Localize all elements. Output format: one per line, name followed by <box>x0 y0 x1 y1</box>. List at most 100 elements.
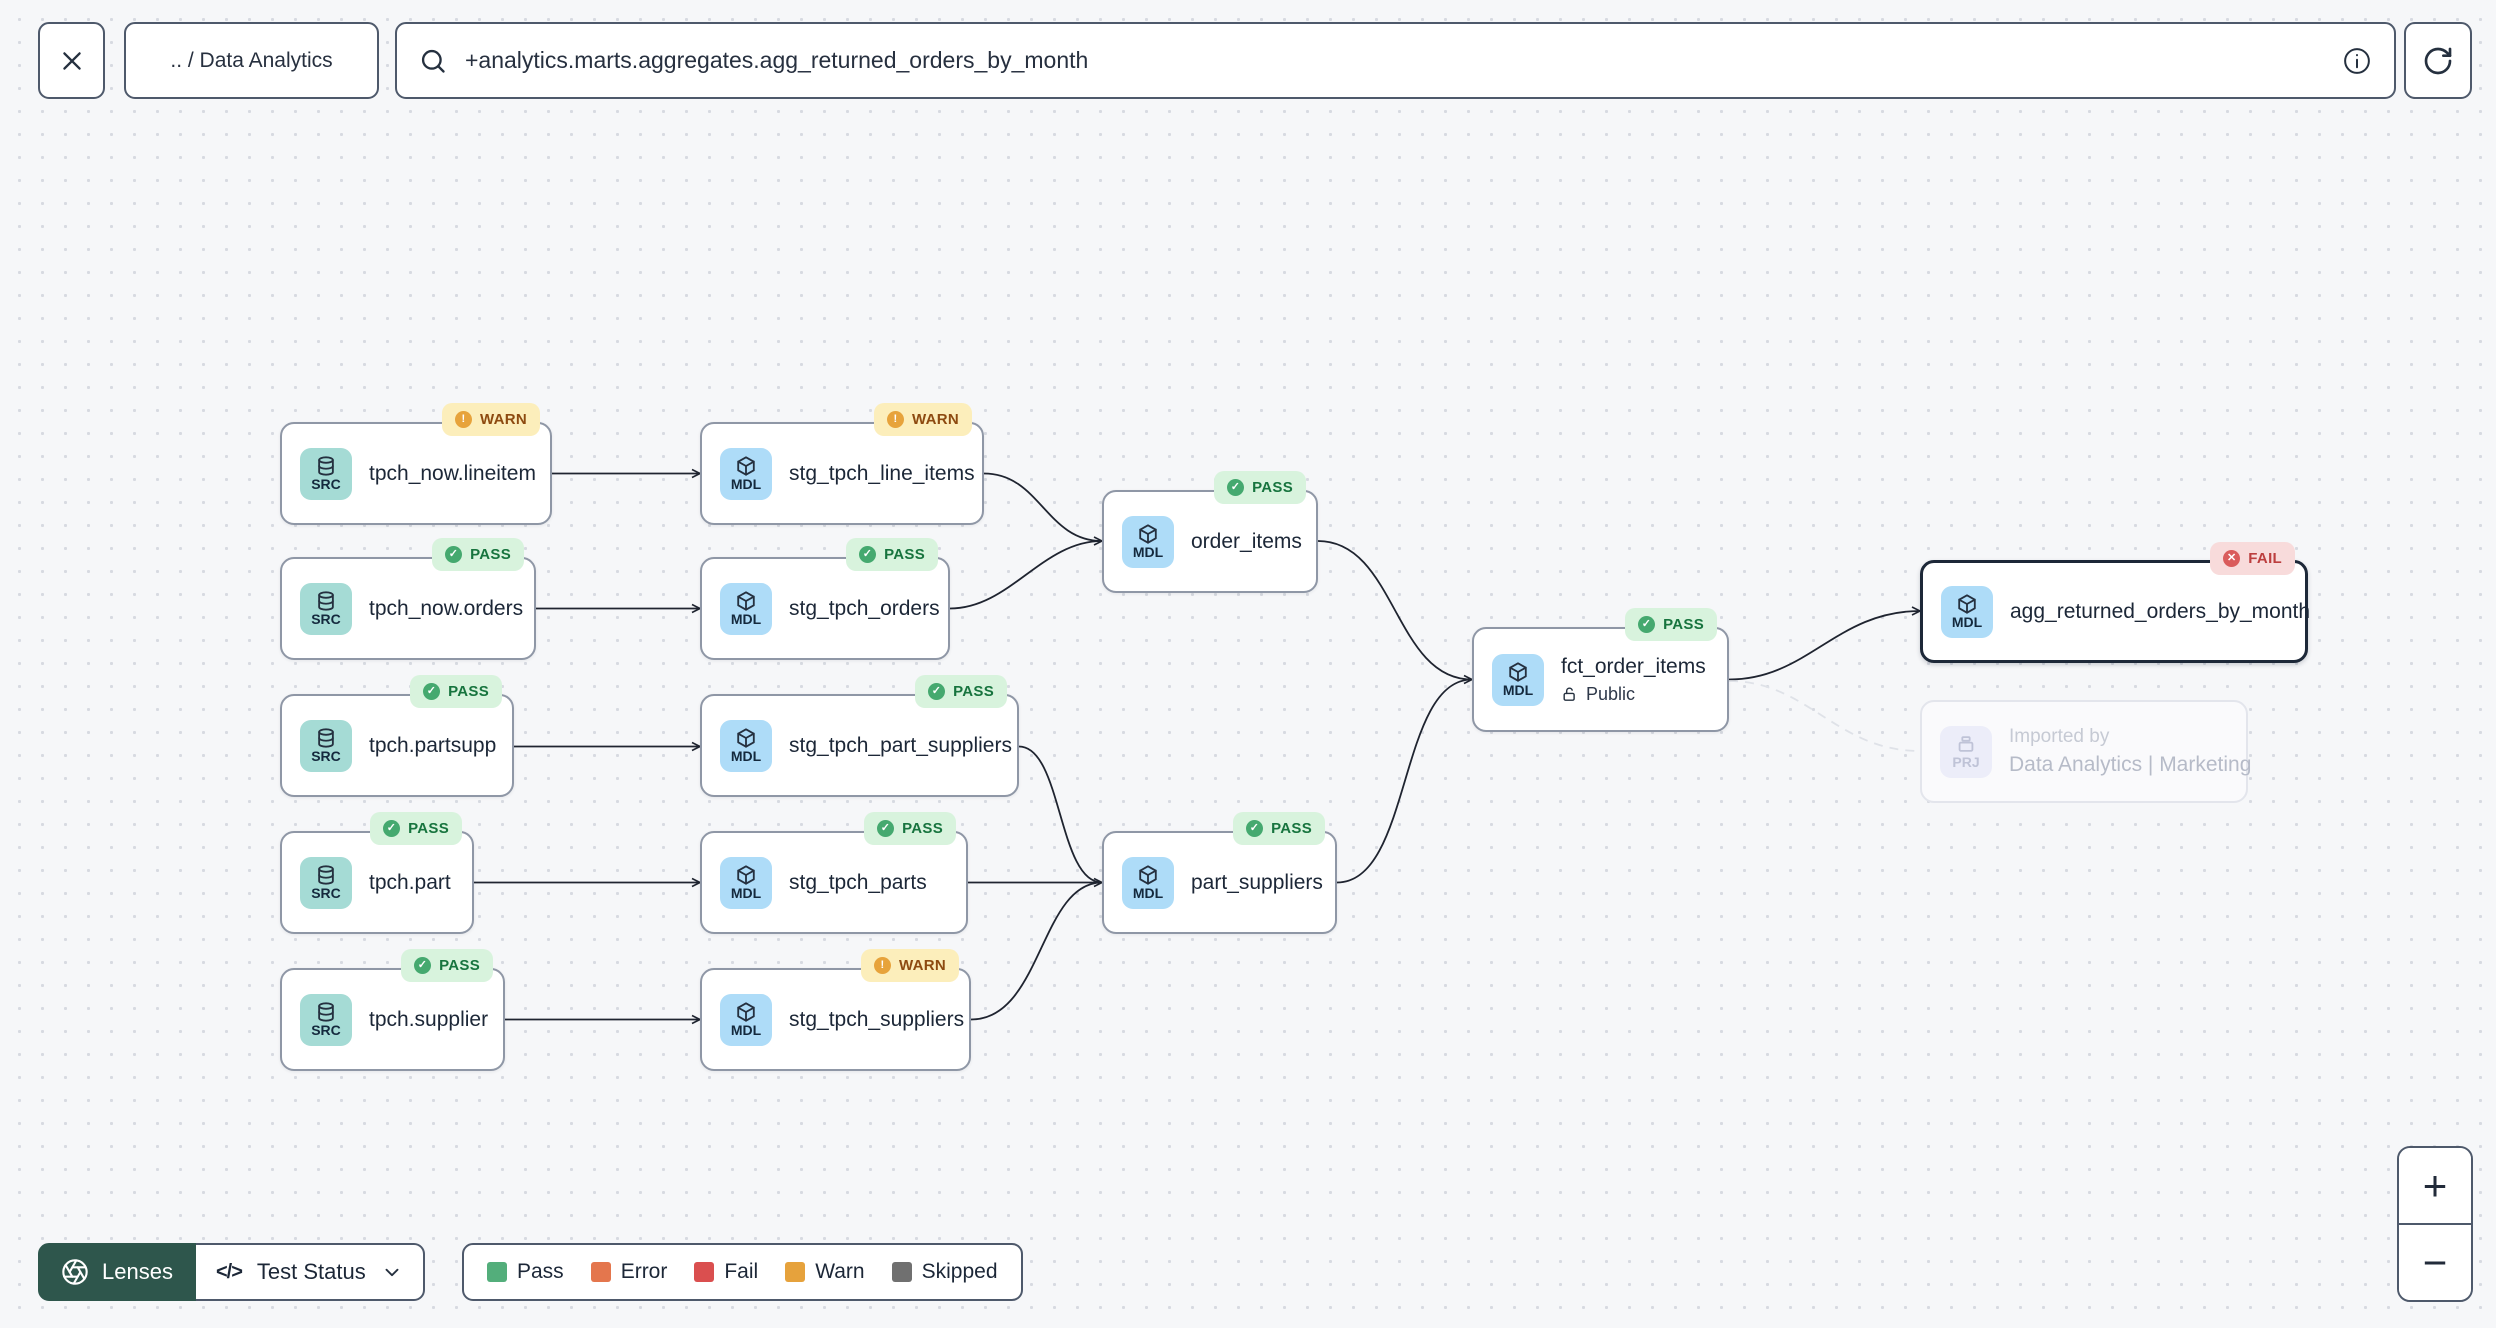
fail-swatch <box>694 1262 715 1282</box>
warn-icon: ! <box>454 411 472 428</box>
node-stg-tpch-suppliers[interactable]: !WARN MDL stg_tpch_suppliers <box>700 949 971 1071</box>
status-badge: ✓PASS <box>864 812 956 845</box>
node-label: part_suppliers <box>1191 870 1323 894</box>
database-icon <box>318 456 334 476</box>
node-label: stg_tpch_part_suppliers <box>789 733 1012 757</box>
model-kind-badge: MDL <box>720 856 772 909</box>
source-kind-badge: SRC <box>300 856 352 909</box>
close-button[interactable] <box>38 22 105 99</box>
status-badge: ✓PASS <box>1233 812 1325 845</box>
test-status-legend: Pass Error Fail Warn Skipped <box>462 1243 1023 1301</box>
node-label: tpch.supplier <box>369 1007 489 1031</box>
node-part-suppliers[interactable]: ✓PASS MDL part_suppliers <box>1102 812 1337 934</box>
legend-item-warn: Warn <box>785 1260 865 1284</box>
node-tpch-now-lineitem[interactable]: !WARN SRC tpch_now.lineitem <box>280 403 552 525</box>
check-icon: ✓ <box>1638 616 1656 633</box>
database-icon <box>318 591 334 611</box>
info-icon[interactable] <box>2342 46 2372 76</box>
search-bar <box>395 22 2396 99</box>
model-kind-badge: MDL <box>720 993 772 1046</box>
lineage-edge <box>1317 540 1474 685</box>
model-kind-badge: MDL <box>1941 585 1993 638</box>
node-imported-by-project[interactable]: PRJ Imported by Data Analytics | Marketi… <box>1920 700 2252 803</box>
check-icon: ✓ <box>1227 479 1245 496</box>
check-icon: ✓ <box>1246 820 1264 837</box>
node-label: stg_tpch_parts <box>789 870 927 894</box>
refresh-button[interactable] <box>2404 22 2472 99</box>
node-order-items[interactable]: ✓PASS MDL order_items <box>1102 471 1318 593</box>
check-icon: ✓ <box>383 820 401 837</box>
node-tpch-part[interactable]: ✓PASS SRC tpch.part <box>280 812 474 934</box>
search-input[interactable] <box>463 46 2326 75</box>
node-label: tpch_now.lineitem <box>369 461 536 485</box>
status-badge: ✓PASS <box>432 538 524 571</box>
node-tpch-supplier[interactable]: ✓PASS SRC tpch.supplier <box>280 949 505 1071</box>
status-badge: !WARN <box>860 949 959 982</box>
cube-icon <box>737 591 755 611</box>
warn-swatch <box>785 1262 806 1282</box>
node-tpch-partsupp[interactable]: ✓PASS SRC tpch.partsupp <box>280 675 514 797</box>
project-icon <box>1958 736 1974 752</box>
lens-selector-dropdown[interactable]: </> Test Status <box>195 1243 425 1301</box>
node-label: Data Analytics | Marketing <box>2009 753 2252 776</box>
node-stg-tpch-part-suppliers[interactable]: ✓PASS MDL stg_tpch_part_suppliers <box>700 675 1019 797</box>
lineage-edge <box>970 881 1103 1021</box>
legend-item-error: Error <box>590 1260 667 1284</box>
model-kind-badge: MDL <box>720 719 772 772</box>
lock-open-icon <box>1563 686 1575 701</box>
warn-icon: ! <box>886 411 904 428</box>
project-kind-badge: PRJ <box>1940 725 1992 778</box>
lenses-control: Lenses </> Test Status <box>38 1243 425 1301</box>
lineage-edge <box>949 540 1103 610</box>
cube-icon <box>737 865 755 885</box>
node-agg-returned-orders-by-month[interactable]: ✕FAIL MDL agg_returned_orders_by_month <box>1920 542 2310 663</box>
status-badge: !WARN <box>873 403 972 436</box>
selected-lens-label: Test Status <box>256 1259 366 1284</box>
lineage-edge <box>1336 678 1473 884</box>
node-label: fct_order_items <box>1561 654 1706 678</box>
node-tpch-now-orders[interactable]: ✓PASS SRC tpch_now.orders <box>280 538 536 660</box>
node-access: Public <box>1561 684 1706 705</box>
status-badge: !WARN <box>441 403 540 436</box>
node-label: tpch_now.orders <box>369 596 524 620</box>
status-badge: ✓PASS <box>1214 471 1306 504</box>
cube-icon <box>1139 524 1157 544</box>
zoom-out-button[interactable]: − <box>2399 1223 2471 1300</box>
code-icon: </> <box>215 1260 243 1283</box>
model-kind-badge: MDL <box>720 447 772 500</box>
cube-icon <box>1958 594 1976 614</box>
error-swatch <box>590 1262 611 1282</box>
node-stg-tpch-line-items[interactable]: !WARN MDL stg_tpch_line_items <box>700 403 984 525</box>
model-kind-badge: MDL <box>1122 856 1174 909</box>
chevron-down-icon <box>385 1268 399 1277</box>
node-stg-tpch-orders[interactable]: ✓PASS MDL stg_tpch_orders <box>700 538 950 660</box>
database-icon <box>318 865 334 885</box>
legend-item-pass: Pass <box>487 1260 564 1284</box>
lineage-edge <box>983 472 1104 546</box>
node-label: stg_tpch_suppliers <box>789 1007 965 1031</box>
database-icon <box>318 728 334 748</box>
cube-icon <box>1509 662 1527 682</box>
refresh-icon <box>2424 47 2452 74</box>
zoom-in-button[interactable]: + <box>2399 1148 2471 1223</box>
breadcrumb: .. / Data Analytics <box>170 48 333 72</box>
check-icon: ✓ <box>423 683 441 700</box>
skipped-swatch <box>891 1262 912 1282</box>
pass-swatch <box>487 1262 507 1282</box>
check-icon: ✓ <box>859 546 877 563</box>
node-fct-order-items[interactable]: ✓PASS MDL fct_order_items Public <box>1472 608 1729 732</box>
lenses-button[interactable]: Lenses <box>38 1243 196 1301</box>
aperture-icon <box>62 1259 88 1285</box>
zoom-controls: + − <box>2397 1146 2473 1302</box>
check-icon: ✓ <box>877 820 895 837</box>
model-kind-badge: MDL <box>1492 653 1544 706</box>
node-stg-tpch-parts[interactable]: ✓PASS MDL stg_tpch_parts <box>700 812 968 934</box>
legend-item-skipped: Skipped <box>891 1260 998 1284</box>
breadcrumb-button[interactable]: .. / Data Analytics <box>124 22 379 99</box>
check-icon: ✓ <box>414 957 432 974</box>
database-icon <box>318 1002 334 1022</box>
warn-icon: ! <box>873 957 891 974</box>
legend-item-fail: Fail <box>694 1260 758 1284</box>
